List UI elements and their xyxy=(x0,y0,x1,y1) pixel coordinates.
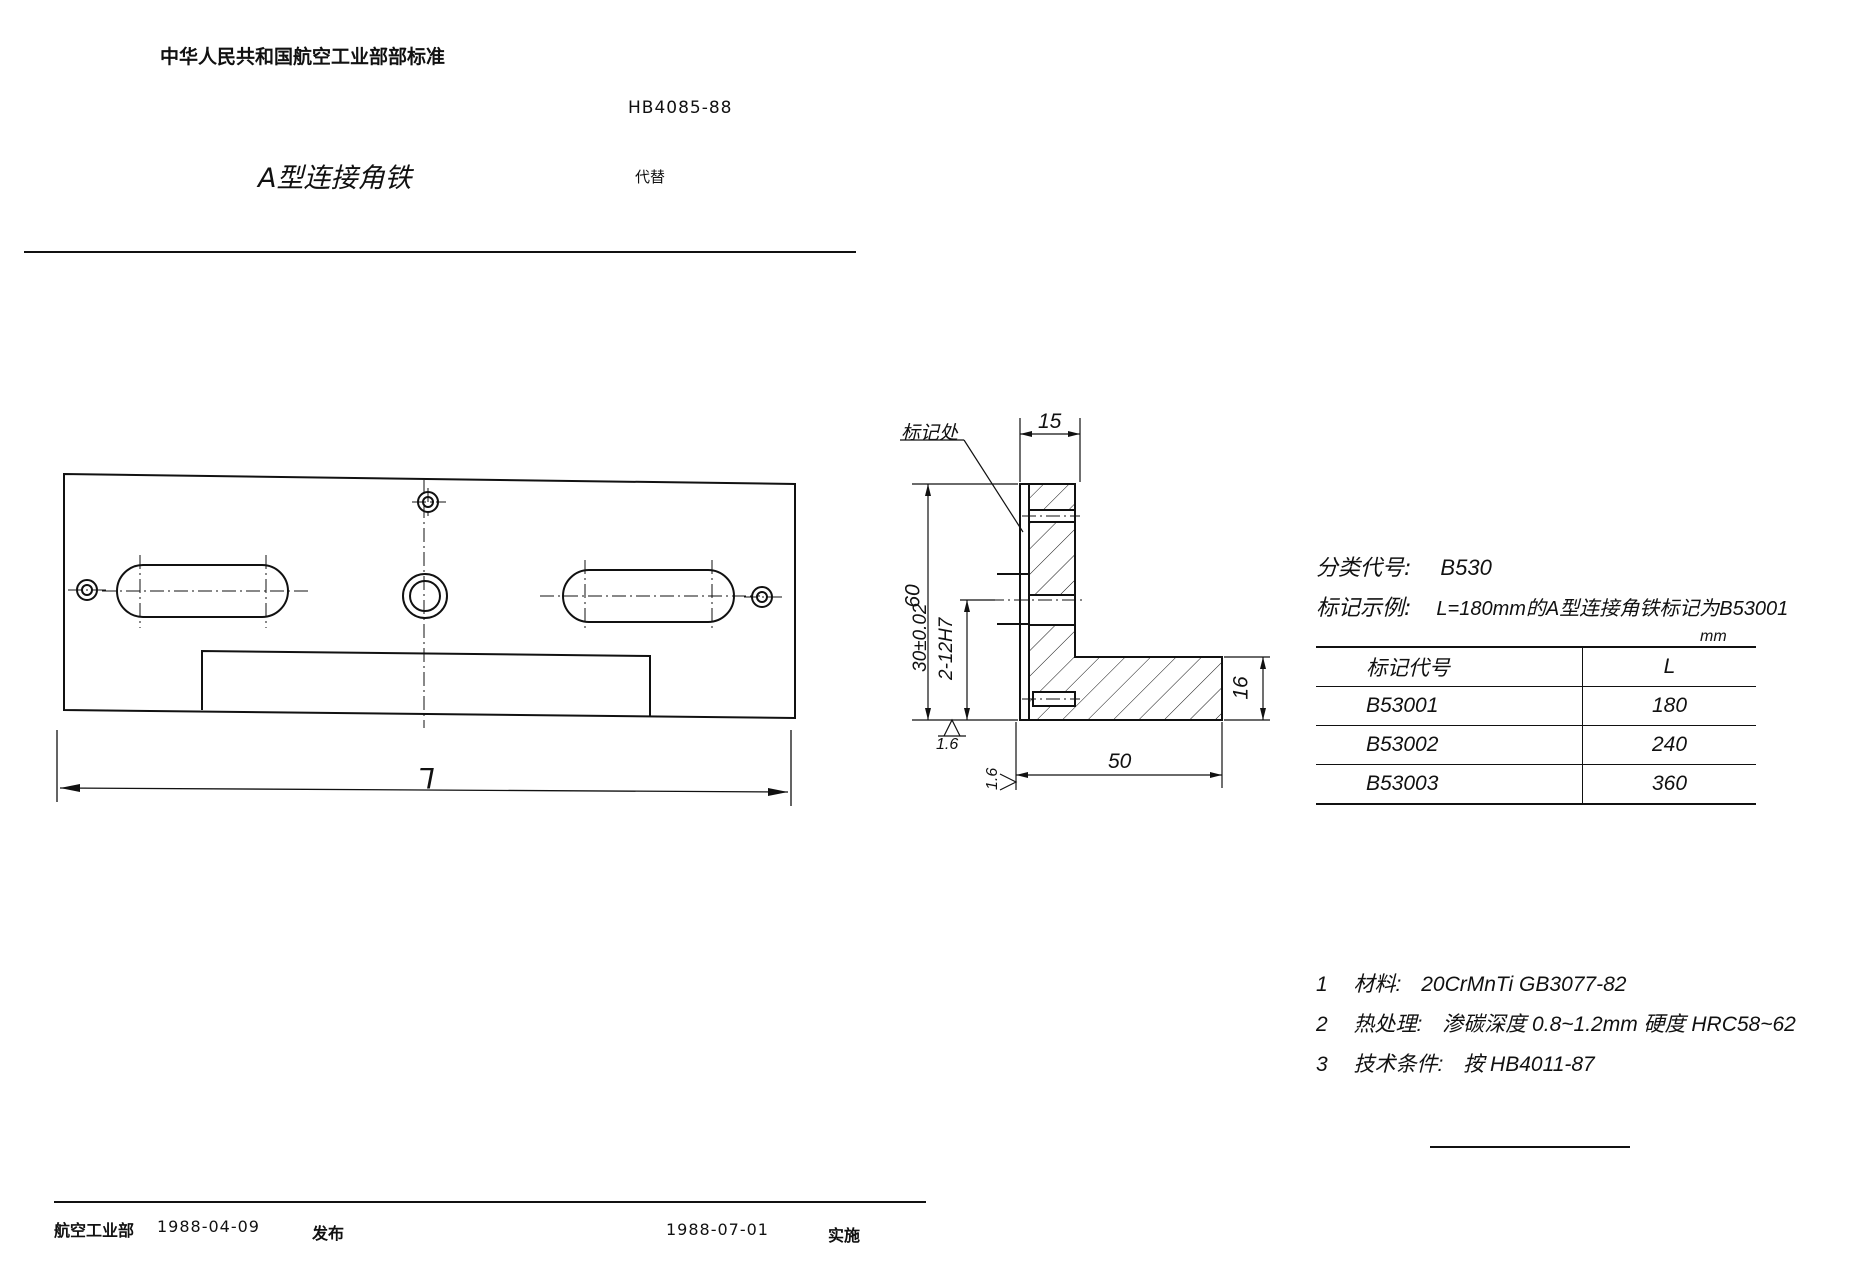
table-row: B53001 180 xyxy=(1316,686,1756,726)
footer-effective-label: 实施 xyxy=(828,1226,861,1245)
classification-value: B530 xyxy=(1440,555,1492,580)
table-header-row: 标记代号 L xyxy=(1316,646,1756,687)
table-cell: 180 xyxy=(1582,686,1756,726)
table-cell: 360 xyxy=(1582,764,1756,805)
classification-code: 分类代号: B530 xyxy=(1316,550,1492,582)
note-number: 3 xyxy=(1316,1053,1328,1076)
footer-rule xyxy=(54,1201,926,1203)
note-number: 2 xyxy=(1316,1013,1328,1036)
note-text: 按 HB4011-87 xyxy=(1463,1053,1595,1076)
end-rule xyxy=(1430,1146,1630,1148)
roughness-value-a: 1.6 xyxy=(936,736,959,753)
note-item: 3 技术条件: 按 HB4011-87 xyxy=(1316,1048,1595,1078)
classification-label: 分类代号: xyxy=(1316,556,1412,581)
document-title: A型连接角铁 xyxy=(258,163,412,194)
table-header-length: L xyxy=(1582,646,1756,687)
table-header-code: 标记代号 xyxy=(1316,646,1583,687)
dim-hole-position: 30±0.02 xyxy=(910,603,931,672)
table-cell: B53001 xyxy=(1316,686,1583,726)
note-number: 1 xyxy=(1316,973,1328,996)
org-title: 中华人民共和国航空工业部部标准 xyxy=(160,46,446,68)
note-item: 1 材料: 20CrMnTi GB3077-82 xyxy=(1316,968,1626,998)
note-label: 材料: xyxy=(1353,973,1402,996)
note-label: 技术条件: xyxy=(1353,1053,1444,1076)
table-cell: 240 xyxy=(1582,725,1756,765)
note-label: 热处理: xyxy=(1353,1013,1423,1036)
marking-example-text: L=180mm的A型连接角铁标记为B53001 xyxy=(1436,598,1789,620)
header-rule xyxy=(24,251,856,253)
standard-number: HB4085-88 xyxy=(628,98,733,118)
table-cell: B53002 xyxy=(1316,725,1583,765)
footer-issue-label: 发布 xyxy=(312,1224,345,1243)
dim-base-length: 50 xyxy=(1108,750,1132,773)
note-item: 2 热处理: 渗碳深度 0.8~1.2mm 硬度 HRC58~62 xyxy=(1316,1008,1796,1038)
table-row: B53003 360 xyxy=(1316,764,1756,805)
note-text: 渗碳深度 0.8~1.2mm 硬度 HRC58~62 xyxy=(1442,1013,1796,1036)
footer-issuer: 航空工业部 xyxy=(54,1221,135,1240)
footer-effective-date: 1988-07-01 xyxy=(666,1220,769,1239)
note-text: 20CrMnTi GB3077-82 xyxy=(1421,973,1627,996)
roughness-value-b: 1.6 xyxy=(984,767,1001,790)
marking-table: 标记代号 L B53001 180 B53002 240 B53003 360 xyxy=(1316,646,1756,805)
dim-thickness: 16 xyxy=(1229,676,1253,700)
table-cell: B53003 xyxy=(1316,764,1583,805)
dim-top-width: 15 xyxy=(1038,410,1062,433)
footer-issue-date: 1988-04-09 xyxy=(157,1217,260,1236)
marking-example: 标记示例: L=180mm的A型连接角铁标记为B53001 xyxy=(1316,590,1788,622)
mark-location-label: 标记处 xyxy=(901,422,959,444)
dim-holes: 2-12H7 xyxy=(936,617,957,680)
table-unit: mm xyxy=(1700,628,1727,645)
replaces-label: 代替 xyxy=(635,168,666,186)
table-row: B53002 240 xyxy=(1316,725,1756,765)
marking-example-label: 标记示例: xyxy=(1316,596,1412,621)
